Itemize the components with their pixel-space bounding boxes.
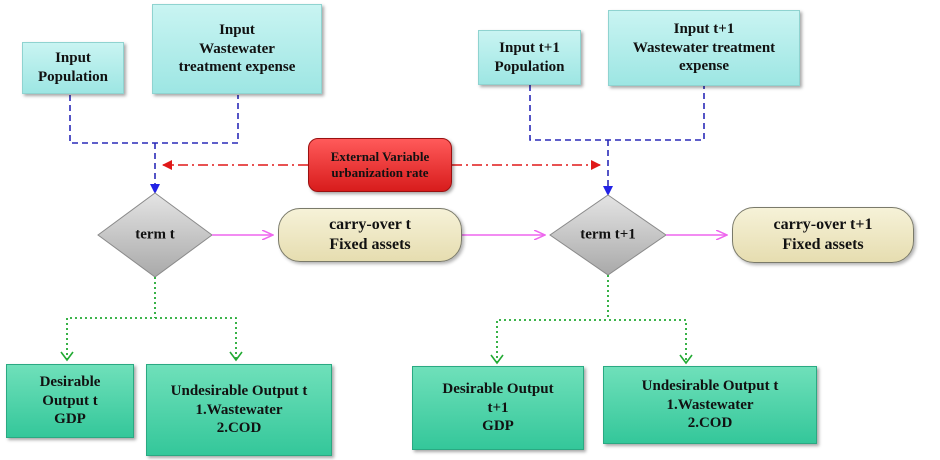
right-input-expense-line1: Input t+1 [673,20,735,37]
right-carry-over-box: carry-over t+1 Fixed assets [732,207,914,263]
right-desirable-line3: GDP [482,418,514,435]
term-t-label: term t [135,226,175,243]
external-variable-box: External Variable urbanization rate [308,138,452,192]
right-desirable-line2: t+1 [487,399,509,416]
right-desirable-line1: Desirable Output [442,380,554,397]
right-carry-over-line2: Fixed assets [782,236,864,253]
left-input-population-line1: Input [55,50,91,67]
left-desirable-line1: Desirable [39,373,101,390]
right-input-expense-line3: expense [679,58,729,75]
left-output-connector [66,277,237,360]
left-input-connector [69,95,239,194]
right-undesirable-line1: Undesirable Output t [641,377,779,394]
right-undesirable-line2: 1.Wastewater [666,396,754,413]
right-desirable-arrowhead [490,354,504,365]
term-t1-label: term t+1 [580,226,636,243]
left-carry-over-line2: Fixed assets [329,236,411,253]
left-undesirable-output-box: Undesirable Output t 1.Wastewater 2.COD [146,364,332,456]
left-carry-over-line1: carry-over t [329,216,411,233]
left-input-expense-line2: Wastewater [199,40,275,57]
external-variable-line2: urbanization rate [331,165,429,180]
external-variable-line1: External Variable [330,148,430,164]
left-desirable-line3: GDP [54,411,86,428]
left-input-population-box: Input Population [22,42,124,94]
left-input-expense-line3: treatment expense [178,59,296,76]
left-undesirable-arrowhead [229,351,243,362]
right-carry-over-line1: carry-over t+1 [773,216,873,233]
right-undesirable-output-box: Undesirable Output t 1.Wastewater 2.COD [603,366,817,444]
left-desirable-arrowhead [60,351,74,362]
left-input-expense-line1: Input [219,21,255,38]
right-undesirable-line3: 2.COD [687,415,733,432]
right-input-expense-line2: Wastewater treatment [632,39,776,56]
right-input-population-line1: Input t+1 [499,39,560,56]
left-input-population-line2: Population [37,69,109,85]
left-input-expense-box: Input Wastewater treatment expense [152,4,322,94]
left-desirable-line2: Output t [42,392,98,409]
right-input-connector [529,85,705,196]
left-undesirable-line2: 1.Wastewater [195,401,283,418]
left-desirable-output-box: Desirable Output t GDP [6,364,134,438]
right-input-population-line2: Population [494,58,565,75]
right-output-connector [496,275,687,363]
left-undesirable-line1: Undesirable Output t [170,382,308,399]
right-input-population-box: Input t+1 Population [478,30,581,85]
left-carry-over-box: carry-over t Fixed assets [278,208,462,262]
right-input-expense-box: Input t+1 Wastewater treatment expense [608,10,800,86]
right-desirable-output-box: Desirable Output t+1 GDP [412,366,584,450]
right-undesirable-arrowhead [679,354,693,365]
left-undesirable-line3: 2.COD [216,420,262,437]
